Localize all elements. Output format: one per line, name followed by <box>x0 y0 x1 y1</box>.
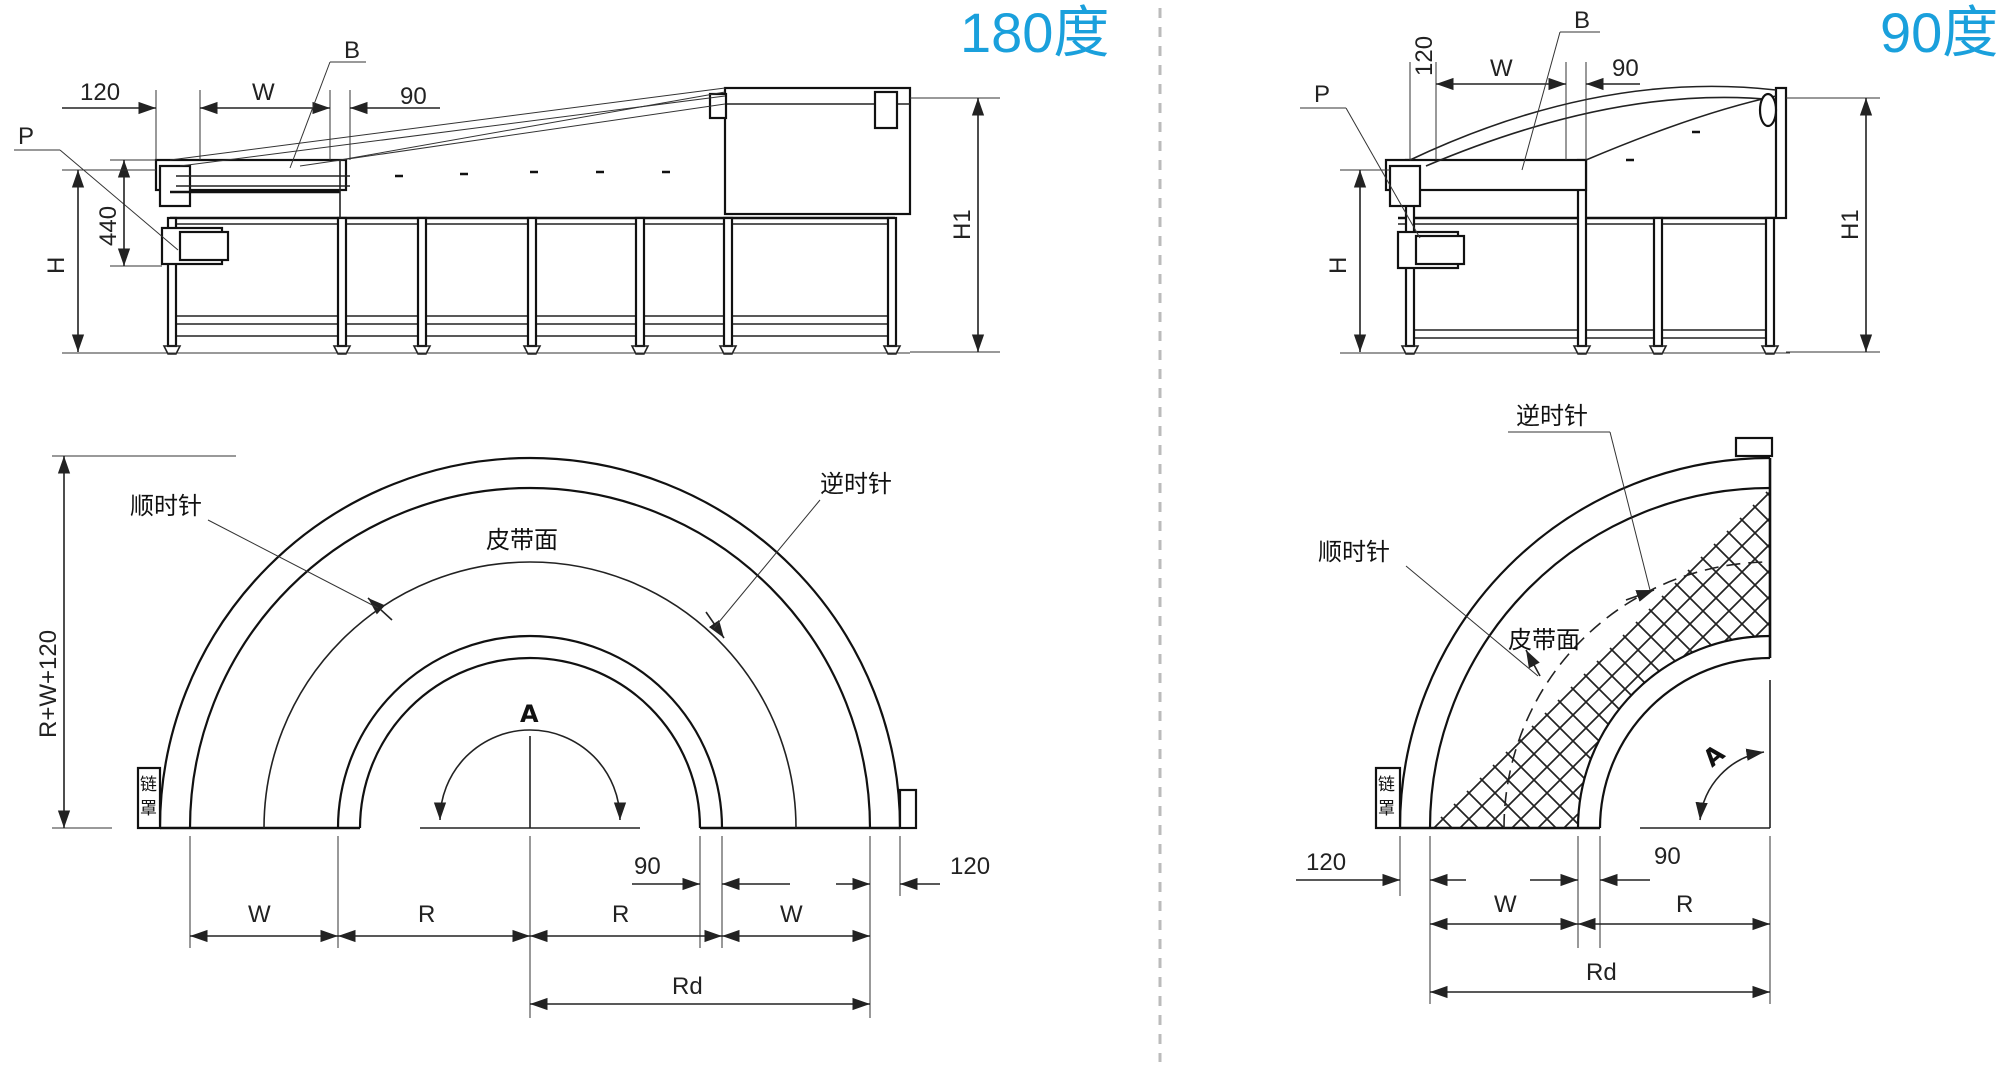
chain-guard-label-90: 链 <box>1378 775 1395 795</box>
label-counterclockwise-180: 逆时针 <box>820 470 892 498</box>
label-belt-surface-90: 皮带面 <box>1508 626 1580 654</box>
title-180: 180度 <box>960 1 1109 64</box>
dim-440: 440 <box>95 206 122 246</box>
dim-90-top-right: 90 <box>1612 55 1639 82</box>
label-A-90: A <box>1698 739 1731 773</box>
dim-H-180: H <box>43 257 70 274</box>
feet-180 <box>162 345 902 355</box>
label-A-180: A <box>520 700 539 728</box>
dim-RW120: R+W+120 <box>35 630 62 738</box>
dim-90-top-left: 90 <box>400 83 427 110</box>
dim-90-bottom-90: 90 <box>1654 843 1681 870</box>
dim-W-top-right: W <box>1490 55 1513 82</box>
dim-120-bottom-90: 120 <box>1306 849 1346 876</box>
plan-view-90: 链 罩 顺时针 逆时针 皮带面 A 120 90 W R Rd <box>1296 402 1774 1004</box>
chain-guard-label-180: 链 <box>140 775 157 795</box>
dim-R-bottom-center: R <box>612 901 629 928</box>
plan-view-180: 链 罩 顺时针 逆时针 皮带面 A R+W+120 <box>35 455 990 1018</box>
dim-H-90: H <box>1325 257 1352 274</box>
side-elevation-180: 120 W 90 B P 440 H H1 <box>14 37 1000 355</box>
legs-180 <box>166 216 898 348</box>
label-belt-surface-180: 皮带面 <box>486 526 558 554</box>
dim-Rd-90: Rd <box>1586 959 1617 986</box>
svg-text:罩: 罩 <box>140 799 157 819</box>
dim-W-bottom-left: W <box>248 901 271 928</box>
dim-W-top-left: W <box>252 79 275 106</box>
dim-120-bottom-right: 120 <box>950 853 990 880</box>
label-P-180: P <box>18 123 34 150</box>
label-B-180: B <box>344 37 360 64</box>
dim-120-top-left: 120 <box>80 79 120 106</box>
dim-R-bottom-90: R <box>1676 891 1693 918</box>
dim-H1-180: H1 <box>949 209 976 240</box>
dim-90-bottom-left: 90 <box>634 853 661 880</box>
dim-H1-90: H1 <box>1837 209 1864 240</box>
label-counterclockwise-90: 逆时针 <box>1516 402 1588 430</box>
svg-text:罩: 罩 <box>1378 799 1395 819</box>
dim-R-bottom-left: R <box>418 901 435 928</box>
dim-W-bottom-90: W <box>1494 891 1517 918</box>
label-clockwise-180: 顺时针 <box>130 492 202 520</box>
label-clockwise-90: 顺时针 <box>1318 538 1390 566</box>
dim-120-top-right: 120 <box>1411 36 1438 76</box>
dim-Rd-180: Rd <box>672 973 703 1000</box>
dim-W-bottom-right: W <box>780 901 803 928</box>
label-P-90: P <box>1314 81 1330 108</box>
label-B-90: B <box>1574 7 1590 34</box>
side-elevation-90: 120 W 90 B P H H1 <box>1300 7 1880 355</box>
title-90: 90度 <box>1880 1 1998 64</box>
